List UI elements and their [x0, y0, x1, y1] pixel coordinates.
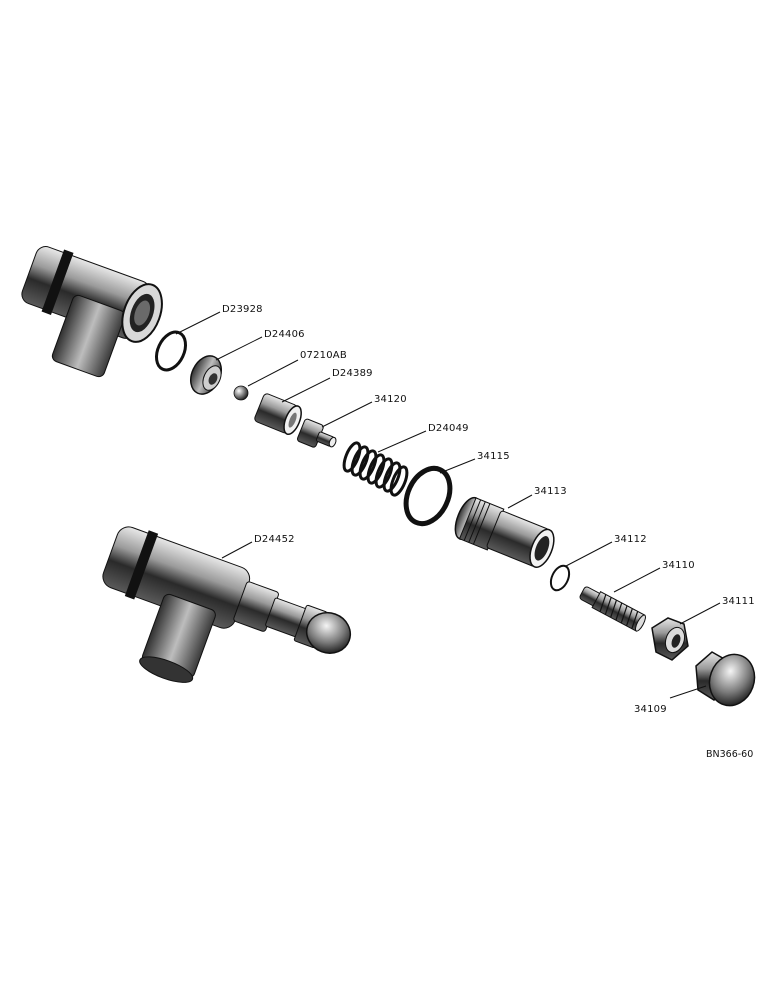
drawing-code: BN366-60	[706, 749, 753, 760]
valve-seat-part	[190, 355, 222, 395]
label-assembly: D24452	[254, 534, 295, 545]
label-o-ring-tiny: 34112	[614, 534, 647, 545]
ball-part	[233, 385, 249, 401]
label-cap-nut: 34109	[634, 704, 667, 715]
adjusting-screw-part	[579, 586, 646, 632]
label-o-ring-small: D23928	[222, 304, 263, 315]
sleeve-part	[254, 393, 302, 436]
label-lock-nut: 34111	[722, 596, 755, 607]
label-valve-body: 34113	[534, 486, 567, 497]
label-sleeve: D24389	[332, 368, 373, 379]
o-ring-large-part	[403, 465, 453, 527]
o-ring-tiny-part	[549, 564, 571, 592]
label-ball: 07210AB	[300, 350, 347, 361]
tee-body-part	[21, 246, 163, 378]
label-valve-seat: D24406	[264, 329, 305, 340]
spring-part	[342, 441, 409, 497]
label-o-ring-large: 34115	[477, 451, 510, 462]
o-ring-small-part	[154, 330, 188, 372]
valve-body-part	[454, 496, 555, 568]
leader-lines	[175, 311, 721, 699]
label-plunger: 34120	[374, 394, 407, 405]
label-adjusting-screw: 34110	[662, 560, 695, 571]
lock-nut-part	[651, 617, 689, 661]
assembly-part	[102, 526, 352, 683]
label-spring: D24049	[428, 423, 469, 434]
plunger-part	[297, 418, 337, 448]
cap-nut-part	[695, 651, 756, 707]
